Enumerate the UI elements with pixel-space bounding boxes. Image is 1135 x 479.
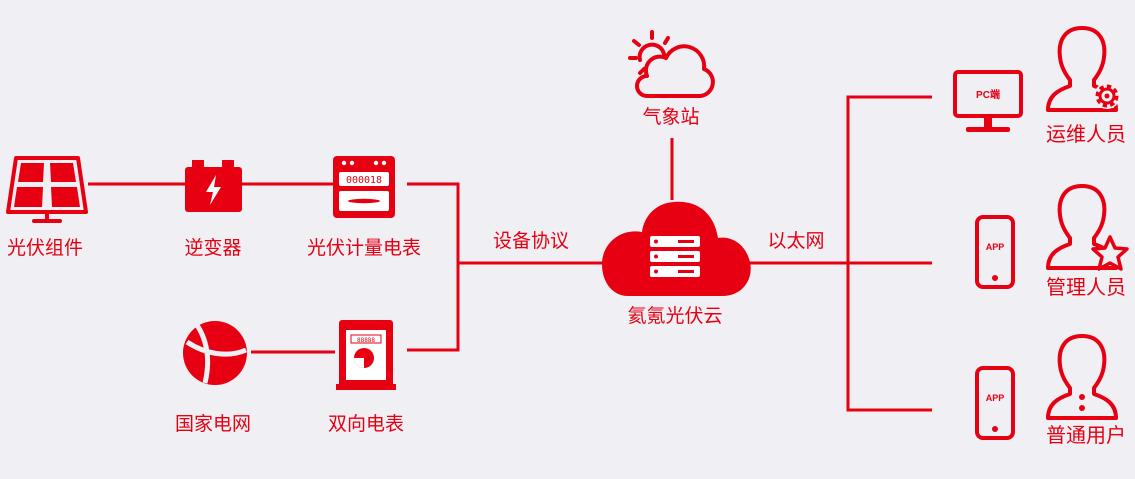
pc-label: PC端 <box>976 88 1000 101</box>
connector-lines <box>88 95 932 412</box>
bidirectional-meter-display: 88888 <box>357 337 375 344</box>
user-star-icon <box>1046 184 1129 271</box>
ops-staff-label: 运维人员 <box>1046 122 1126 146</box>
globe-icon <box>183 321 248 385</box>
battery-bolt-icon <box>185 160 242 212</box>
bidirectional-meter-icon: 88888 <box>336 320 396 390</box>
user-icon <box>1046 334 1118 420</box>
app-label: APP <box>986 242 1005 252</box>
inverter-label: 逆变器 <box>184 237 242 259</box>
phone-icon: APP <box>975 366 1015 440</box>
pv-meter-label: 光伏计量电表 <box>306 237 422 259</box>
monitor-icon: PC端 <box>953 70 1023 132</box>
weather-station-label: 气象站 <box>642 106 700 128</box>
pv-module-label: 光伏组件 <box>6 237 84 259</box>
bidirectional-meter-label: 双向电表 <box>327 413 405 435</box>
app-label: APP <box>986 393 1005 403</box>
electric-meter-icon: 000018 <box>333 156 395 218</box>
solar-panel-icon <box>6 156 88 223</box>
edge-label-device-protocol: 设备协议 <box>492 230 570 252</box>
regular-user-label: 普通用户 <box>1046 423 1126 447</box>
phone-icon: APP <box>975 215 1015 289</box>
admin-staff-label: 管理人员 <box>1046 275 1126 299</box>
edge-label-ethernet: 以太网 <box>767 230 825 252</box>
user-gear-icon <box>1046 26 1120 112</box>
sun-cloud-icon <box>628 30 715 98</box>
cloud-label: 氦氪光伏云 <box>627 305 723 327</box>
meter-display: 000018 <box>346 175 382 186</box>
grid-label: 国家电网 <box>174 413 252 435</box>
cloud-server-icon <box>602 201 751 296</box>
